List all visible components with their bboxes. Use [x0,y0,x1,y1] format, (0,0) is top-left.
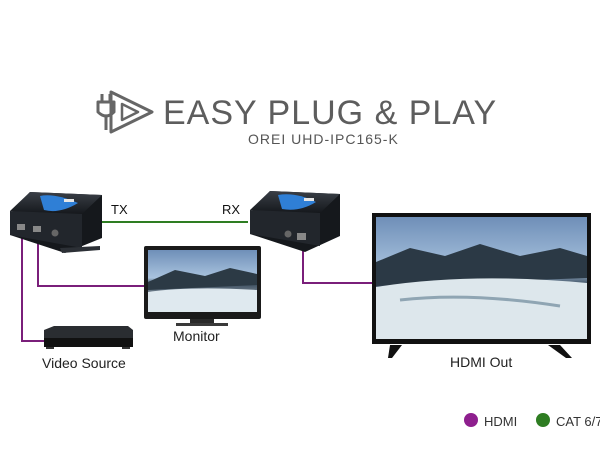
hdmi-out-label: HDMI Out [450,354,513,370]
video-source-player [44,326,133,349]
hdmi-out-tv [372,213,591,358]
legend-hdmi-dot [464,413,478,427]
legend-cat-dot [536,413,550,427]
tx-extender [10,192,102,253]
legend-hdmi-label: HDMI [484,414,518,429]
plug-play-icon [96,90,154,134]
tx-label: TX [111,202,128,217]
monitor-label: Monitor [173,328,220,344]
video-source-label: Video Source [42,355,126,371]
hdmi-cable-tx-to-source [21,228,44,342]
rx-extender [250,191,340,252]
page-title: EASY PLUG & PLAY [163,94,498,132]
rx-label: RX [222,202,241,217]
hdmi-cable-rx-to-tv [302,244,378,284]
hdmi-cable-tx-to-monitor [37,235,147,287]
monitor [144,246,261,326]
legend-cat-label: CAT 6/7 [556,414,600,429]
model-name: OREI UHD-IPC165-K [248,131,399,147]
